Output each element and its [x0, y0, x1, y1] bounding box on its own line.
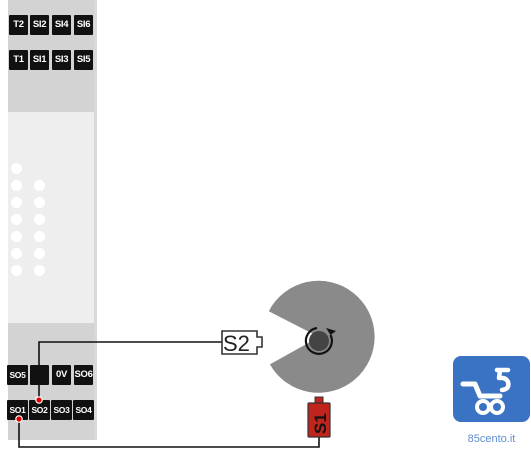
terminal-si4[interactable]: SI4	[52, 15, 71, 35]
led-indicator	[11, 180, 22, 191]
terminal-si6[interactable]: SI6	[74, 15, 93, 35]
sensor-s1[interactable]	[307, 396, 331, 438]
led-indicator	[11, 265, 22, 276]
led-indicator	[34, 214, 45, 225]
terminal-0v[interactable]: 0V	[52, 365, 71, 385]
wire-so1-to-s1	[18, 420, 320, 448]
wire-so2-to-s2	[38, 341, 222, 400]
terminal-si1[interactable]: SI1	[30, 50, 49, 70]
rotation-arrow-icon	[304, 326, 333, 355]
led-indicator	[11, 197, 22, 208]
terminal-so1[interactable]: SO1	[7, 400, 28, 420]
sensor-s1-label: S1	[311, 413, 330, 434]
terminal-si3[interactable]: SI3	[52, 50, 71, 70]
terminal-si5[interactable]: SI5	[74, 50, 93, 70]
led-indicator	[11, 248, 22, 259]
led-indicator	[11, 163, 22, 174]
led-indicator	[34, 265, 45, 276]
terminal-si2[interactable]: SI2	[30, 15, 49, 35]
brand-logo	[453, 356, 530, 422]
wheel-hub	[309, 331, 329, 351]
terminal-t1[interactable]: T1	[9, 50, 28, 70]
junction-so2	[35, 396, 43, 404]
sensor-s2[interactable]	[221, 330, 263, 355]
sensor-s2-label: S2	[223, 331, 250, 356]
brand-logo-text[interactable]: 85cento.it	[467, 433, 516, 445]
cart-85-logo-icon	[460, 367, 511, 415]
terminal-t2[interactable]: T2	[9, 15, 28, 35]
led-indicator	[34, 248, 45, 259]
rotation-arrowhead-icon	[326, 328, 336, 335]
led-indicator	[34, 197, 45, 208]
terminal-so3[interactable]: SO3	[51, 400, 72, 420]
led-indicator	[11, 231, 22, 242]
terminal-so2[interactable]: SO2	[29, 400, 50, 420]
terminal-so5[interactable]: SO5	[7, 365, 28, 385]
led-indicator	[34, 231, 45, 242]
terminal-so4[interactable]: SO4	[73, 400, 94, 420]
junction-so1	[15, 415, 23, 423]
terminal-so6[interactable]: SO6	[74, 365, 93, 385]
led-indicator	[11, 214, 22, 225]
led-indicator	[34, 180, 45, 191]
